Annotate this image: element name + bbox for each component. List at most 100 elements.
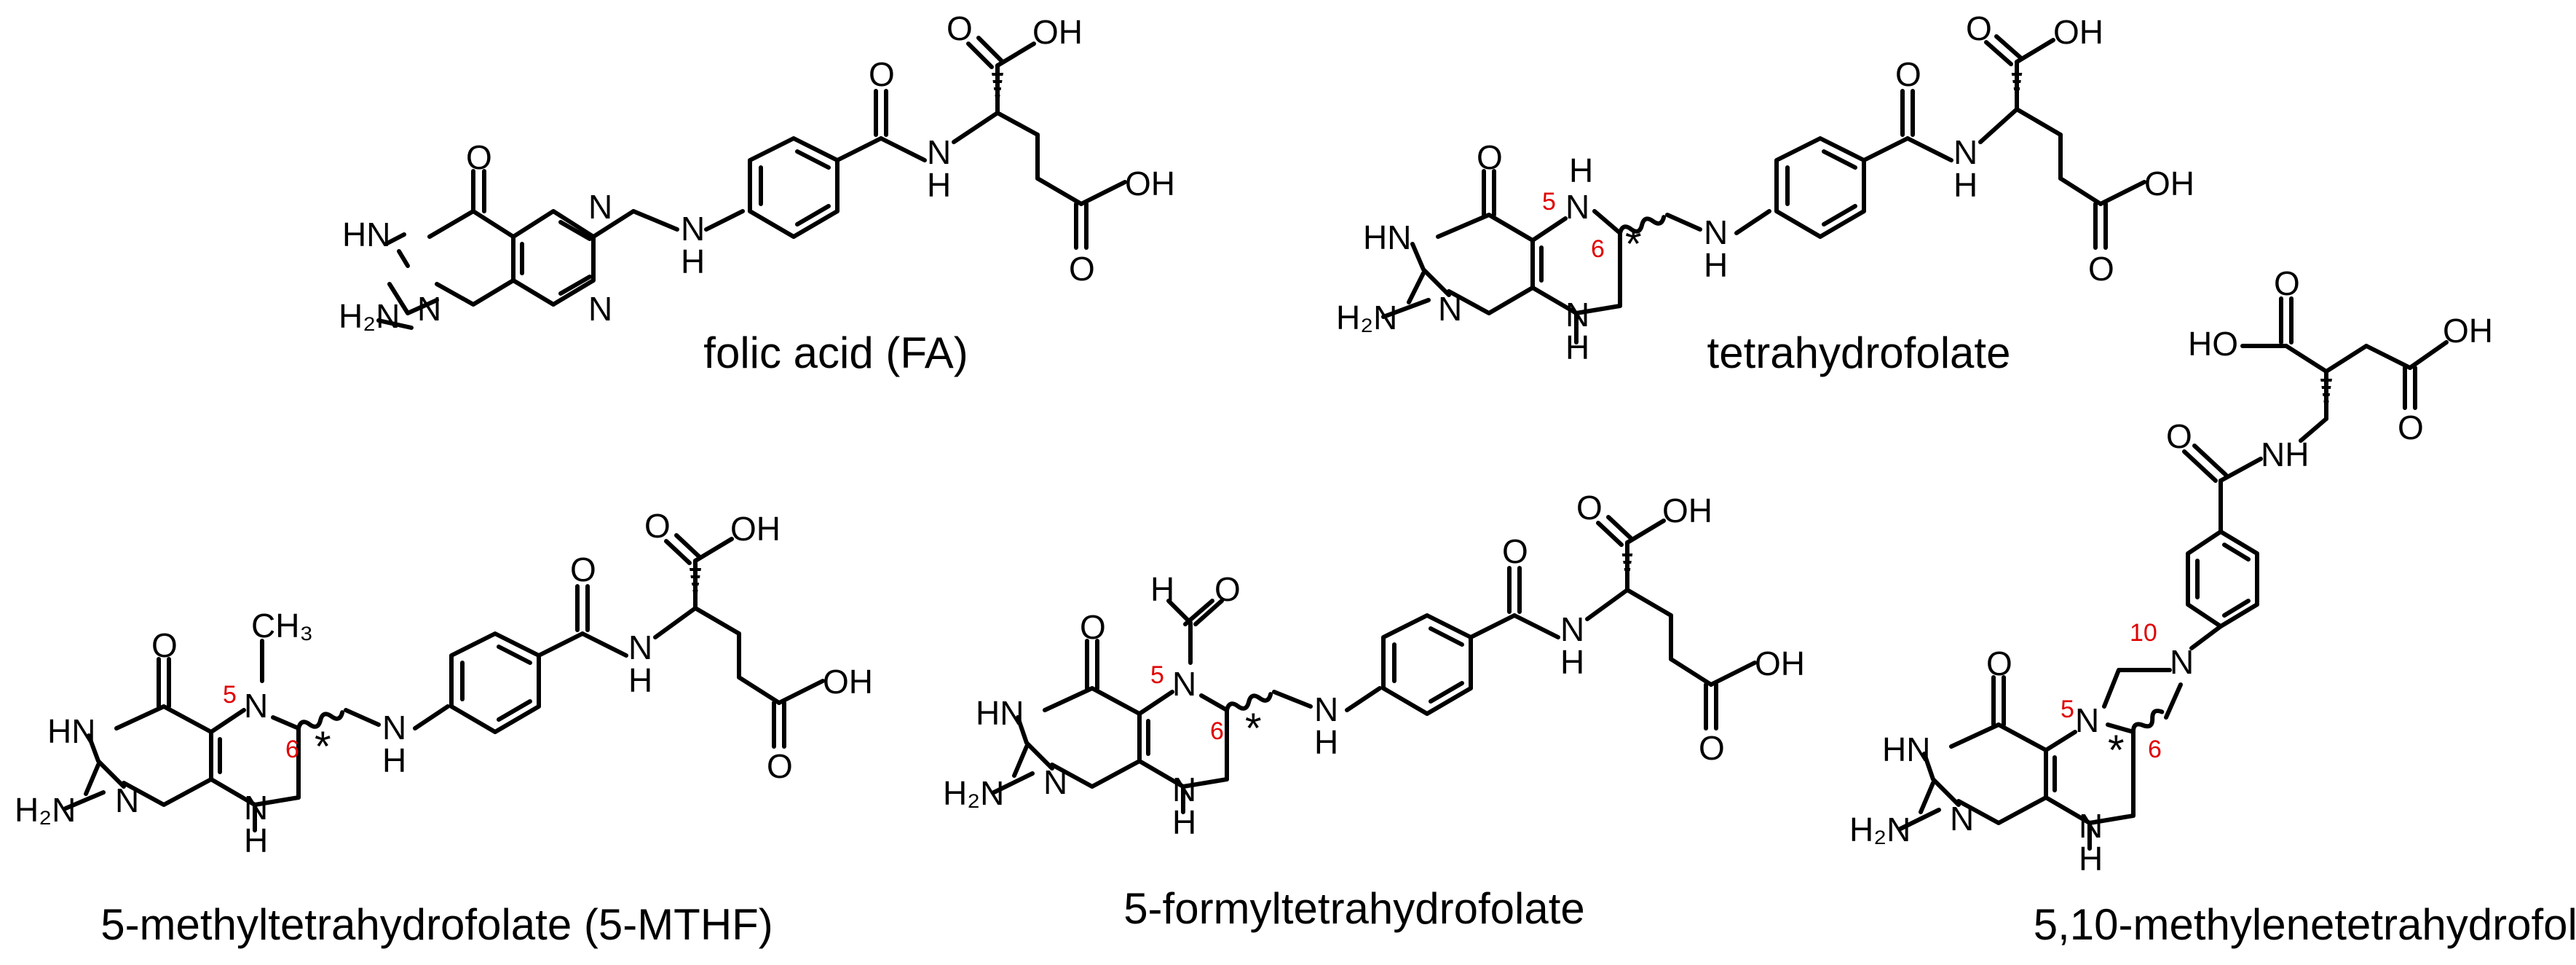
atom-o: O xyxy=(1576,489,1603,527)
atom-o: O xyxy=(2166,417,2192,455)
atom-oh: OH xyxy=(1755,645,1805,682)
folic-acid-bonds xyxy=(376,36,1127,330)
stereocenter-mark: * xyxy=(315,723,331,771)
atom-ho: HO xyxy=(2188,325,2238,363)
atom-n: N xyxy=(382,709,406,747)
atom-o: O xyxy=(2274,264,2300,302)
atom-o: O xyxy=(1477,138,1503,176)
position-label-6: 6 xyxy=(1210,717,1224,745)
atom-n: N xyxy=(628,629,652,666)
atom-h: H xyxy=(1953,166,1978,204)
atom-o: O xyxy=(947,9,973,47)
atom-n: N xyxy=(1950,800,1974,838)
atom-nh2: H₂N xyxy=(15,791,76,829)
atom-h: H xyxy=(244,822,268,859)
atom-oh: OH xyxy=(2443,312,2493,350)
caption-mthf: 5-methyltetrahydrofolate (5-MTHF) xyxy=(100,900,773,949)
atom-nh2: H₂N xyxy=(1336,299,1397,336)
position-label-5: 5 xyxy=(223,681,237,709)
methylene-thf-structure: HO O OH O O NH N N O HN H₂N N N H 5 6 10… xyxy=(1849,264,2576,949)
mthf-structure: O HN H₂N N N CH₃ N H N H O N H O OH O OH… xyxy=(15,507,873,949)
atom-n: N xyxy=(1438,290,1462,328)
atom-h: H xyxy=(1569,151,1593,189)
tetrahydrofolate-bonds xyxy=(1381,34,2146,344)
atom-h: H xyxy=(681,243,705,280)
atom-o: O xyxy=(1502,532,1528,570)
atom-o: O xyxy=(869,55,895,93)
position-label-6: 6 xyxy=(285,736,299,763)
atom-o: O xyxy=(1966,9,1992,47)
methylene-thf-bonds xyxy=(1898,296,2449,851)
atom-n: N xyxy=(2170,643,2194,681)
atom-n: N xyxy=(2079,807,2103,845)
atom-nh: NH xyxy=(2261,436,2309,473)
caption-tetrahydrofolate: tetrahydrofolate xyxy=(1707,328,2011,377)
folic-acid-structure: O HN H₂N N N N N H O N H O OH O OH folic… xyxy=(339,9,1175,377)
atom-h: H xyxy=(1704,246,1728,284)
atom-n: N xyxy=(927,133,951,171)
atom-n: N xyxy=(1565,188,1589,226)
hashed-wedge-bond xyxy=(2011,69,2023,109)
formyl-thf-bonds xyxy=(992,515,1757,814)
atom-n: N xyxy=(244,789,268,827)
position-label-10: 10 xyxy=(2130,619,2157,647)
atom-h: H xyxy=(927,166,951,204)
atom-h: H xyxy=(1150,570,1174,608)
stereocenter-mark: * xyxy=(1625,221,1642,268)
atom-n: N xyxy=(1565,296,1589,334)
atom-o: O xyxy=(1080,608,1106,646)
atom-o: O xyxy=(2088,250,2114,288)
atom-n: N xyxy=(115,781,139,819)
atom-nh2: H₂N xyxy=(339,297,400,335)
atom-h: H xyxy=(1172,803,1196,841)
atom-h: H xyxy=(1314,723,1338,761)
atom-nh2: H₂N xyxy=(943,774,1004,812)
atom-h: H xyxy=(1560,643,1584,681)
atom-o: O xyxy=(466,138,492,176)
mthf-bonds xyxy=(63,533,825,832)
atom-n: N xyxy=(588,188,612,226)
atom-o: O xyxy=(1069,250,1095,288)
atom-n: N xyxy=(2075,701,2099,739)
hashed-wedge-bond xyxy=(1621,550,1633,590)
hashed-wedge-bond xyxy=(992,73,1003,113)
stereocenter-mark: * xyxy=(2108,727,2125,774)
atom-n: N xyxy=(588,290,612,328)
atom-n: N xyxy=(244,687,268,725)
atom-n: N xyxy=(1314,690,1338,728)
stereocenter-mark: * xyxy=(1245,705,1262,752)
atom-n: N xyxy=(1172,771,1196,808)
atom-o: O xyxy=(1699,729,1725,767)
atom-ch3: CH₃ xyxy=(251,607,313,645)
atom-o: O xyxy=(644,507,671,545)
atom-h: H xyxy=(628,661,652,699)
atom-hn: HN xyxy=(1882,730,1930,768)
atom-o: O xyxy=(1895,55,1921,93)
atom-h: H xyxy=(382,741,406,779)
atom-oh: OH xyxy=(1662,492,1712,529)
atom-hn: HN xyxy=(1363,218,1411,256)
caption-methylene-thf: 5,10-methylenetetrahydrofolate xyxy=(2034,900,2576,949)
caption-folic-acid: folic acid (FA) xyxy=(703,328,968,377)
position-label-6: 6 xyxy=(2148,736,2162,763)
atom-h: H xyxy=(1565,328,1589,366)
atom-n: N xyxy=(681,210,705,248)
caption-formyl-thf: 5-formyltetrahydrofolate xyxy=(1123,884,1585,933)
atom-hn: HN xyxy=(47,712,95,750)
formyl-thf-structure: H O O HN H₂N N N N H N H O N H O OH O OH… xyxy=(943,489,1805,933)
atom-oh: OH xyxy=(1125,165,1175,202)
atom-oh: OH xyxy=(2053,13,2103,51)
atom-o: O xyxy=(151,626,178,664)
atom-n: N xyxy=(417,290,441,328)
atom-n: N xyxy=(1953,133,1978,171)
atom-hn: HN xyxy=(342,216,390,253)
position-label-5: 5 xyxy=(2061,696,2074,723)
position-label-5: 5 xyxy=(1150,661,1164,689)
atom-oh: OH xyxy=(1032,13,1083,51)
atom-o: O xyxy=(767,747,793,785)
tetrahydrofolate-structure: O HN H₂N N N H N H N H O N H O OH O OH 5… xyxy=(1336,9,2194,377)
atom-hn: HN xyxy=(976,694,1024,732)
atom-o: O xyxy=(2398,409,2424,446)
